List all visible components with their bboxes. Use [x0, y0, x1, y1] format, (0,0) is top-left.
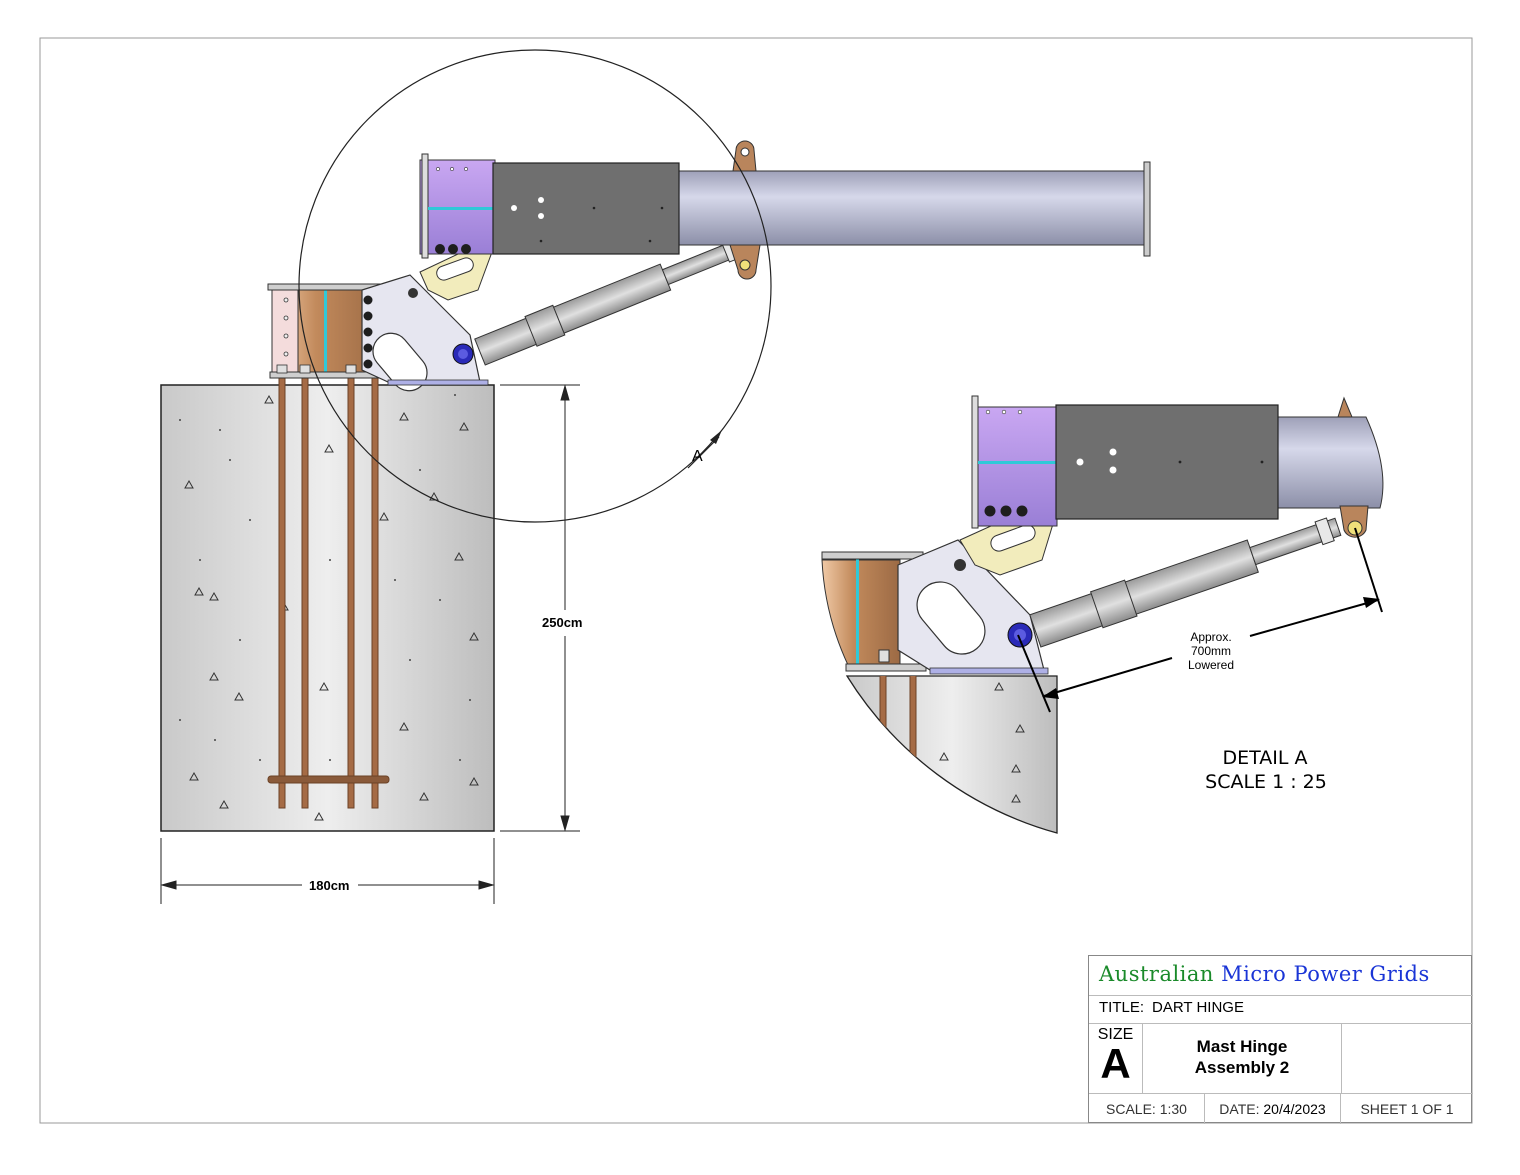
title-label: TITLE: [1099, 999, 1145, 1016]
date-label: DATE: [1219, 1101, 1260, 1117]
height-dimension [500, 384, 580, 832]
size-cell: SIZE A [1089, 1024, 1143, 1094]
description: Mast Hinge Assembly 2 [1143, 1036, 1341, 1078]
section-arrow [710, 430, 722, 444]
size-label: SIZE [1097, 1026, 1134, 1043]
concrete-footing [160, 384, 495, 832]
title-block-middle: SIZE A Mast Hinge Assembly 2 [1089, 1024, 1473, 1094]
upper-mast [419, 140, 1151, 280]
title-block: Australian Micro Power Grids TITLE: DART … [1088, 955, 1473, 1124]
stroke-dimension-line3: Lowered [1188, 658, 1234, 672]
sheet-label: SHEET 1 OF 1 [1360, 1101, 1454, 1117]
scale-cell: SCALE: 1:30 [1089, 1094, 1205, 1124]
main-view: A 250cm 180cm [160, 49, 1151, 904]
date-cell: DATE: 20/4/2023 [1205, 1094, 1341, 1124]
width-dimension [160, 838, 495, 904]
section-marker: A [692, 448, 703, 465]
detail-upper-mast [971, 395, 1384, 538]
width-dimension-label: 180cm [309, 878, 349, 893]
description-line2: Assembly 2 [1194, 1058, 1290, 1077]
scale-value: 1:30 [1159, 1101, 1187, 1117]
stroke-dimension [1017, 527, 1383, 713]
detail-concrete [845, 675, 1058, 834]
detail-circle [298, 49, 772, 523]
description-line1: Mast Hinge [1196, 1037, 1288, 1056]
date-value: 20/4/2023 [1263, 1101, 1326, 1117]
size-value: A [1100, 1040, 1131, 1087]
title-block-bottom: SCALE: 1:30 DATE: 20/4/2023 SHEET 1 OF 1 [1089, 1094, 1473, 1124]
stroke-dimension-line2: 700mm [1191, 644, 1231, 658]
scale-label: SCALE: [1106, 1101, 1156, 1117]
detail-view: Approx. 700mm Lowered DETAIL A SCALE 1 :… [821, 395, 1384, 834]
blank-cell [1341, 1024, 1473, 1094]
company-name-word1: Australian [1099, 962, 1214, 986]
sheet-border [39, 37, 1473, 1124]
detail-hinge-plate [897, 539, 1049, 675]
sheet-cell: SHEET 1 OF 1 [1341, 1094, 1473, 1124]
stroke-dimension-line1: Approx. [1190, 630, 1231, 644]
detail-scale: SCALE 1 : 25 [1205, 771, 1327, 793]
detail-title: DETAIL A [1223, 747, 1308, 769]
company-name: Australian Micro Power Grids [1089, 956, 1473, 996]
title-row: TITLE: DART HINGE [1089, 996, 1473, 1024]
company-name-word2: Micro Power Grids [1221, 962, 1430, 986]
hinge-plate [361, 274, 489, 392]
title-value: DART HINGE [1152, 999, 1244, 1016]
height-dimension-label: 250cm [542, 615, 582, 630]
detail-actuator [1029, 517, 1342, 648]
detail-mast-base [821, 551, 927, 672]
